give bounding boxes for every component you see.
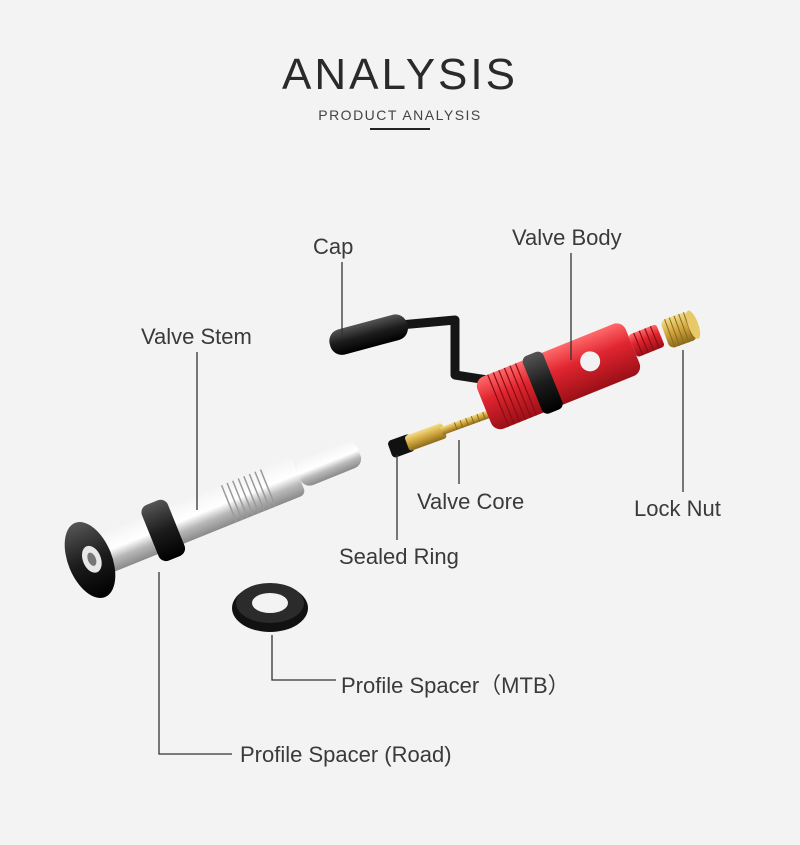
label-profile-spacer-road: Profile Spacer (Road) <box>240 742 452 767</box>
page-subtitle: PRODUCT ANALYSIS <box>318 107 482 123</box>
label-valve-core: Valve Core <box>417 489 525 514</box>
label-valve-body: Valve Body <box>512 225 622 250</box>
leader-lines <box>158 253 684 755</box>
road-spacer-leader <box>158 572 232 755</box>
title-underline <box>370 128 430 130</box>
label-sealed-ring: Sealed Ring <box>339 544 459 569</box>
valve-body-part <box>476 323 665 430</box>
valve-stem-part <box>64 441 362 598</box>
cap-part <box>329 314 501 387</box>
label-valve-stem: Valve Stem <box>141 324 252 349</box>
label-lock-nut: Lock Nut <box>634 496 721 521</box>
lock-nut-part <box>661 310 701 348</box>
label-cap: Cap <box>313 234 354 259</box>
mtb-spacer-part <box>232 583 308 632</box>
label-profile-spacer-mtb: Profile Spacer（MTB） <box>341 673 570 698</box>
page-title: ANALYSIS <box>282 50 518 99</box>
mtb-spacer-leader <box>271 635 336 681</box>
